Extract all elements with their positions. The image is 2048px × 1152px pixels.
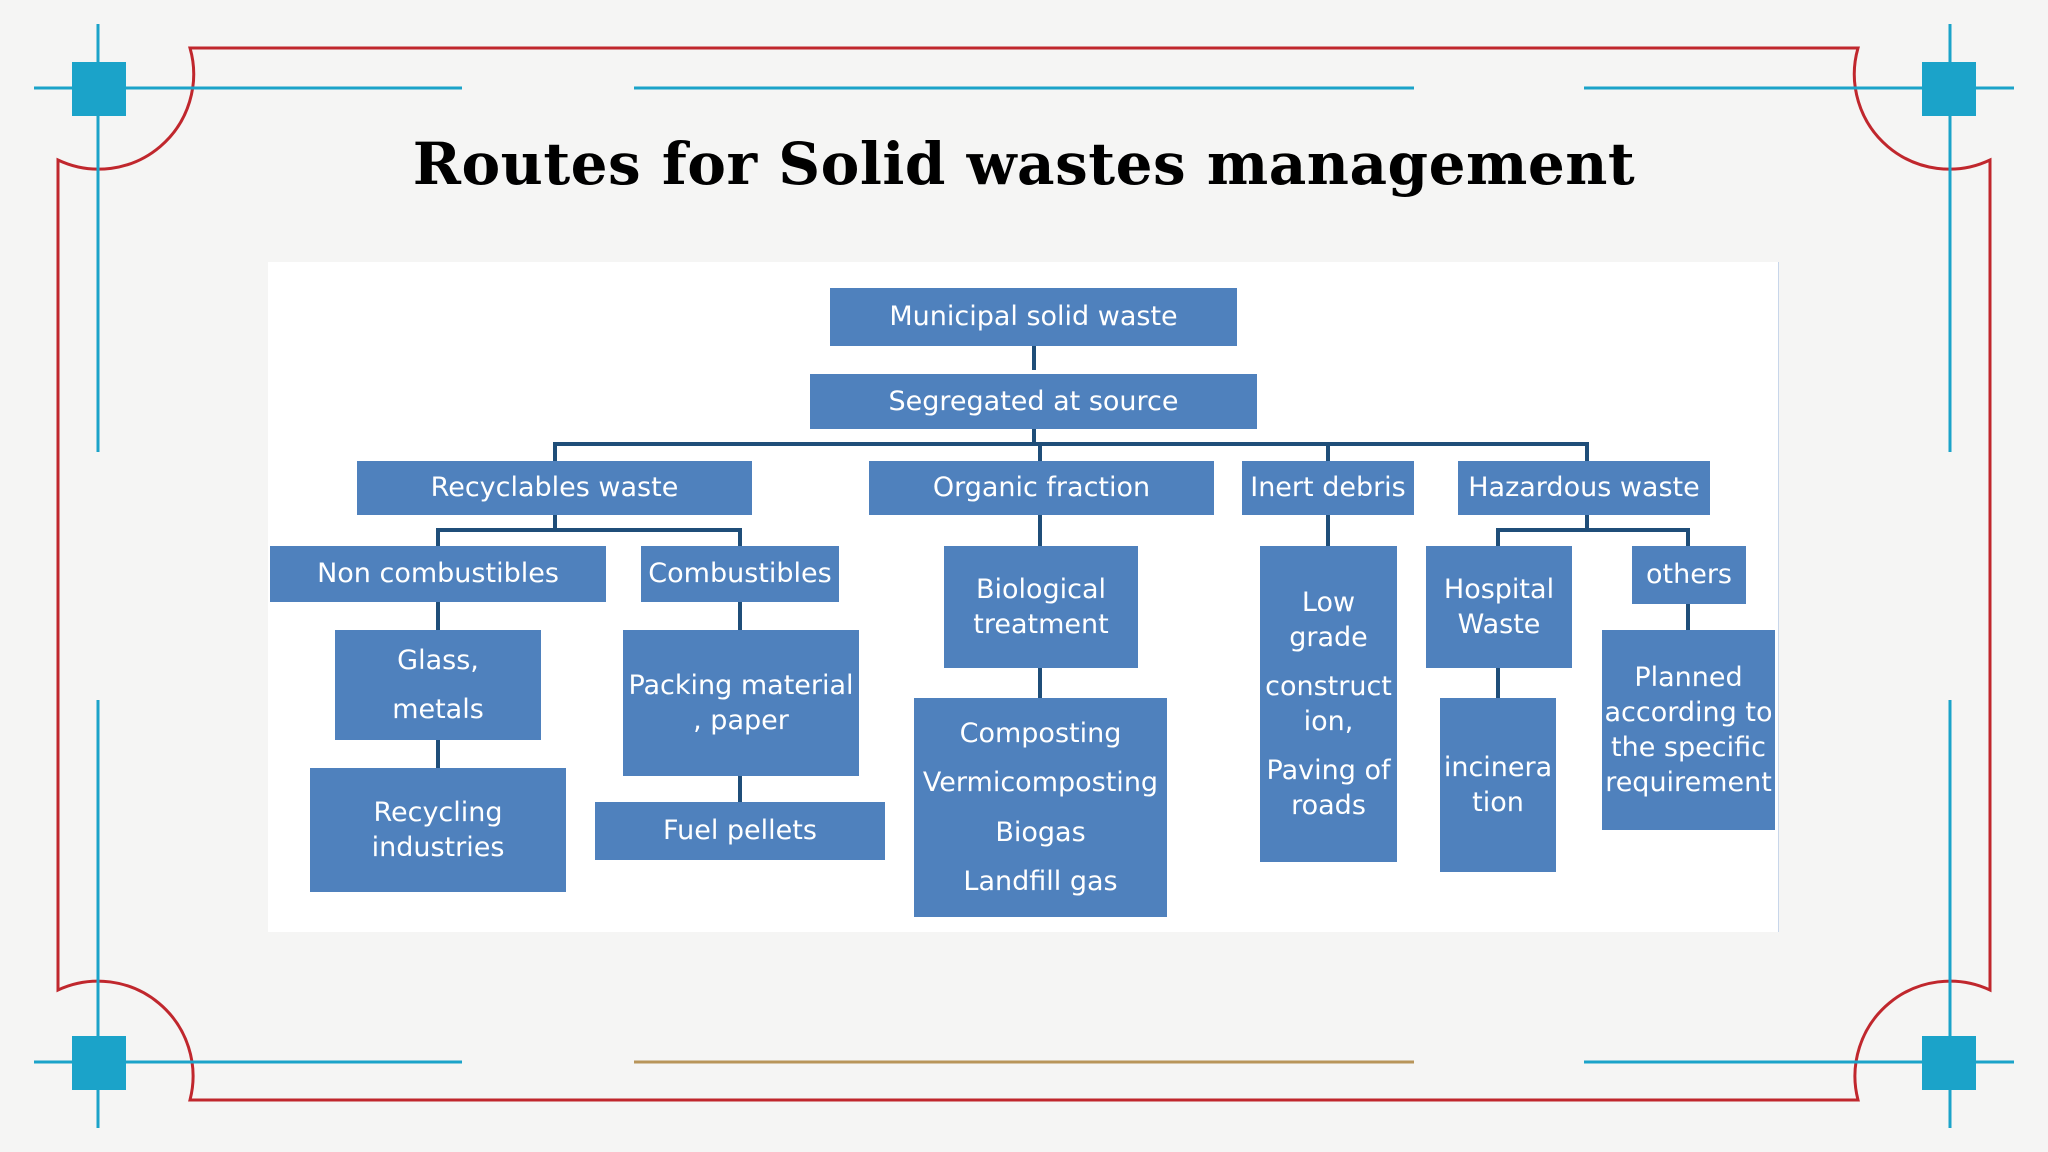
node-label-line-4: ion,: [1303, 706, 1354, 737]
connector-hospital-to-incineration: [1496, 668, 1500, 698]
node-label-line-3: the specific: [1611, 732, 1766, 763]
slide-title: Routes for Solid wastes management: [412, 130, 1636, 198]
node-label-line-2: tion: [1472, 787, 1524, 818]
node-packing-material: Packing material , paper: [623, 630, 859, 776]
node-label-line-1: Biological: [975, 573, 1107, 605]
connector-non-combustibles-to-glass: [436, 602, 440, 630]
connector-to-others: [1686, 528, 1690, 546]
node-planned: Planned according to the specific requir…: [1602, 630, 1775, 830]
connector-to-inert: [1326, 442, 1330, 462]
frame-corner-square-tl: [72, 62, 126, 116]
node-label-line-2: metals: [392, 694, 484, 725]
node-label-line-1: Composting: [959, 718, 1122, 750]
node-label-line-1: incinera: [1443, 751, 1553, 783]
node-organic-fraction: Organic fraction: [869, 461, 1214, 515]
node-label: Segregated at source: [888, 385, 1179, 417]
connector-organic-to-biological: [1038, 515, 1042, 546]
node-label-line-2: according to: [1604, 696, 1773, 728]
connector-recyclables-bus: [436, 528, 742, 532]
node-hazardous-waste: Hazardous waste: [1458, 461, 1710, 515]
connector-to-recyclables: [553, 442, 557, 462]
connector-combustibles-to-packing: [738, 602, 742, 630]
connector-hazardous-bus: [1496, 528, 1690, 532]
connector-others-to-planned: [1686, 604, 1690, 630]
node-label: others: [1646, 559, 1732, 591]
connector-hazardous-stem: [1585, 515, 1589, 528]
node-organic-outputs: Composting Vermicomposting Biogas Landfi…: [914, 698, 1167, 917]
node-label: Fuel pellets: [663, 815, 817, 847]
connector-inert-to-outputs: [1326, 515, 1330, 546]
node-label-line-1: Recycling: [373, 796, 503, 828]
node-label-line-4: requirement: [1605, 767, 1772, 799]
frame-corner-square-bl: [72, 1036, 126, 1090]
node-label-line-2: Waste: [1457, 609, 1541, 640]
node-recyclables-waste: Recyclables waste: [357, 461, 752, 515]
node-non-combustibles: Non combustibles: [270, 546, 606, 602]
connector-to-hospital: [1496, 528, 1500, 546]
connector-to-organic: [1038, 442, 1042, 462]
node-label: Organic fraction: [932, 472, 1151, 504]
node-label-line-1: Low: [1301, 586, 1356, 618]
connector-to-non-combustibles: [436, 528, 440, 546]
node-label-line-2: Vermicomposting: [922, 767, 1159, 799]
connector-packing-to-fuel: [738, 776, 742, 802]
node-municipal-solid-waste: Municipal solid waste: [830, 288, 1237, 346]
connector-glass-to-recycling: [436, 740, 440, 768]
node-label: Combustibles: [648, 558, 832, 590]
node-label-line-2: industries: [371, 832, 505, 863]
diagram-canvas-edge: [1778, 262, 1779, 932]
node-label: Municipal solid waste: [889, 301, 1178, 333]
node-label-line-3: Biogas: [995, 816, 1086, 848]
node-inert-debris: Inert debris: [1242, 461, 1414, 515]
node-hospital-waste: Hospital Waste: [1426, 546, 1572, 668]
node-segregated-at-source: Segregated at source: [810, 374, 1257, 429]
frame-red-border: [56, 46, 1992, 1102]
node-label-line-1: Packing material: [628, 669, 854, 701]
connector-biological-to-outputs: [1038, 668, 1042, 698]
node-inert-outputs: Low grade construct ion, Paving of roads: [1260, 546, 1397, 862]
frame-corner-square-tr: [1922, 62, 1976, 116]
node-label: Recyclables waste: [430, 472, 679, 504]
node-label-line-4: Landfill gas: [963, 865, 1118, 897]
node-label: Non combustibles: [317, 558, 559, 590]
frame-corner-square-br: [1922, 1036, 1976, 1090]
connector-to-combustibles: [738, 528, 742, 546]
connector-segregated-stem: [1032, 429, 1036, 446]
node-label-line-1: Planned: [1634, 661, 1743, 693]
node-label-line-2: grade: [1289, 621, 1368, 653]
connector-recyclables-stem: [553, 515, 557, 528]
node-incineration: incinera tion: [1440, 698, 1556, 872]
node-label-line-2: treatment: [973, 609, 1109, 640]
node-others: others: [1632, 546, 1746, 604]
node-biological-treatment: Biological treatment: [944, 546, 1138, 668]
connector-root-to-segregated: [1032, 346, 1036, 370]
node-label: Inert debris: [1250, 472, 1406, 504]
node-label-line-3: construct: [1265, 670, 1392, 702]
connector-level2-bus: [553, 442, 1589, 446]
node-label-line-1: Glass,: [397, 644, 479, 676]
node-fuel-pellets: Fuel pellets: [595, 802, 885, 860]
connector-to-hazardous: [1585, 442, 1589, 462]
node-label-line-5: Paving of: [1266, 755, 1391, 787]
node-label-line-1: Hospital: [1443, 573, 1555, 605]
node-combustibles: Combustibles: [641, 546, 839, 602]
node-label-line-2: , paper: [693, 705, 789, 736]
node-label-line-6: roads: [1291, 790, 1366, 822]
node-label: Hazardous waste: [1468, 472, 1700, 504]
node-glass-metals: Glass, metals: [335, 630, 541, 740]
node-recycling-industries: Recycling industries: [310, 768, 566, 892]
